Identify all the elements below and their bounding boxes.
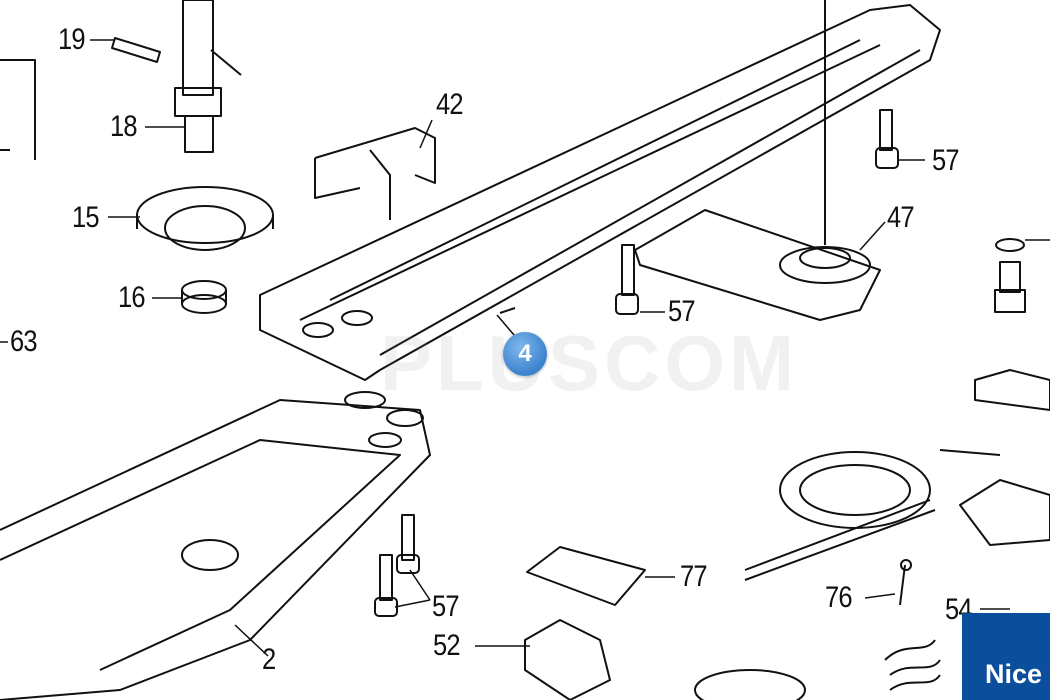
bushing-part-16	[181, 280, 227, 314]
screw-part-76	[899, 559, 912, 606]
left-edge-part	[0, 59, 36, 160]
part-label-16: 16	[118, 281, 146, 314]
rail-part-4	[259, 4, 941, 381]
screw-part-57b	[615, 244, 639, 315]
part-label-18: 18	[110, 110, 138, 143]
screws-part-57c	[374, 514, 420, 617]
part-label-47: 47	[887, 201, 915, 234]
shaft-part-18	[174, 0, 242, 153]
spring-part	[884, 639, 941, 691]
part-label-15: 15	[72, 201, 100, 234]
leader-lines	[0, 39, 1050, 657]
screw-part-57	[875, 109, 899, 169]
part-label-77: 77	[680, 560, 708, 593]
logo-text: Nice	[984, 659, 1042, 689]
bevel-gear-part-15	[136, 186, 274, 251]
bracket-part-42	[314, 127, 436, 220]
housing-part-2	[0, 391, 431, 700]
part-label-76: 76	[825, 581, 853, 614]
cable-coil-part	[744, 449, 1001, 581]
switch-part-52	[524, 619, 806, 700]
pad-part-77	[526, 546, 646, 606]
part-badge-4[interactable]: 4	[503, 332, 547, 376]
bolt-part	[994, 238, 1026, 313]
pin-part-19	[111, 37, 161, 63]
watermark: PLUSCOM	[380, 319, 798, 407]
plate-part-47	[634, 0, 881, 321]
part-label-42: 42	[436, 88, 464, 121]
part-label-19: 19	[58, 23, 86, 56]
connector-part	[959, 369, 1050, 546]
part-label-57: 57	[432, 590, 460, 623]
nice-logo: Nice	[962, 613, 1050, 700]
part-label-2: 2	[262, 643, 276, 676]
part-label-57: 57	[668, 295, 696, 328]
part-label-52: 52	[433, 629, 461, 662]
part-label-57: 57	[932, 144, 960, 177]
part-label-63: 63	[10, 325, 38, 358]
